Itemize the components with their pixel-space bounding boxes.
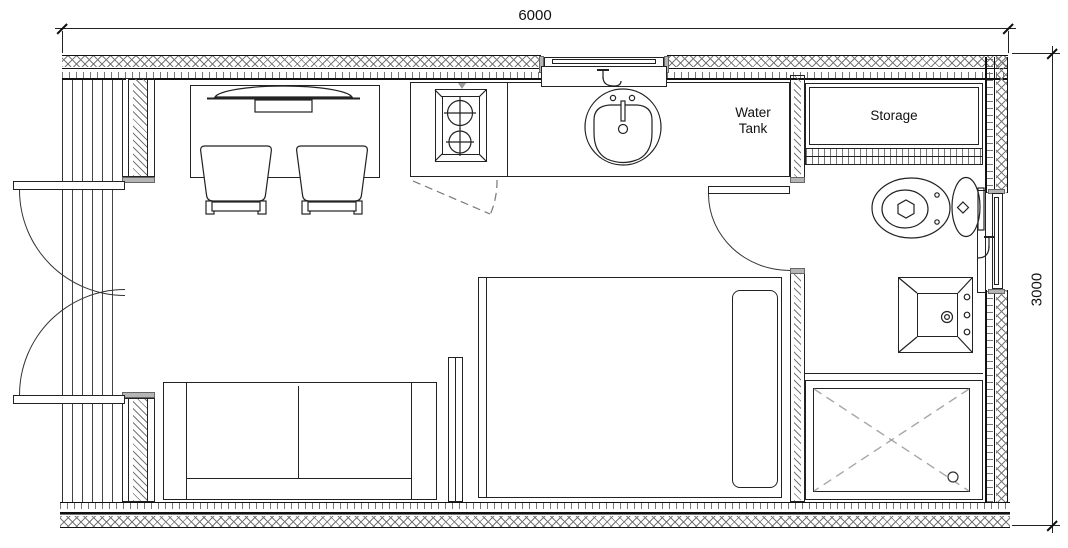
door-jamb-cap bbox=[122, 177, 155, 183]
exterior-wall-bottom bbox=[60, 502, 1010, 528]
porch-door-top-leaf bbox=[13, 181, 125, 190]
bathroom-sink-basin bbox=[917, 293, 958, 337]
cabinet-door-swing bbox=[412, 179, 498, 216]
chair bbox=[200, 145, 272, 215]
stove-burners bbox=[434, 89, 487, 162]
kitchen-window-sill bbox=[541, 66, 667, 87]
bathroom-sink-details bbox=[898, 277, 973, 353]
exterior-wall-right-upper-segment bbox=[985, 57, 1008, 193]
door-jamb-cap bbox=[790, 177, 805, 183]
right-dimension-label: 3000 bbox=[1028, 272, 1046, 307]
right-dimension-extension-bottom bbox=[1012, 525, 1060, 526]
pillow bbox=[732, 290, 778, 488]
pendant-lamp bbox=[207, 85, 360, 113]
kitchen-sink bbox=[584, 88, 662, 166]
top-dimension-extension-right bbox=[1008, 31, 1009, 53]
exterior-wall-top-left-segment bbox=[62, 55, 541, 80]
sofa-cushion-divider bbox=[298, 386, 299, 478]
porch-wall-upper-segment bbox=[122, 78, 155, 177]
shower-cross bbox=[813, 388, 970, 492]
sofa-arm-right bbox=[411, 382, 437, 500]
right-dimension-line bbox=[1052, 46, 1053, 533]
exterior-wall-top-right-segment bbox=[667, 55, 1008, 80]
water-tank-label: Water Tank bbox=[735, 105, 771, 136]
storage-label: Storage bbox=[870, 108, 918, 124]
storage-closet-inner bbox=[809, 87, 979, 145]
top-dimension-extension-left bbox=[62, 31, 63, 53]
window-jamb-cap bbox=[988, 289, 1005, 294]
top-dimension-label: 6000 bbox=[518, 7, 552, 24]
kitchen-faucet bbox=[597, 69, 622, 87]
porch-door-bottom-leaf bbox=[13, 395, 125, 404]
sofa-backrest-line bbox=[187, 478, 411, 479]
bathroom-window-sill bbox=[977, 190, 986, 293]
shower-screen-line bbox=[805, 373, 983, 375]
sofa-arm-left bbox=[163, 382, 187, 500]
counter-divider-line bbox=[507, 82, 508, 177]
right-dimension-extension-top bbox=[1012, 53, 1060, 54]
kitchen-window-glass bbox=[552, 59, 656, 64]
top-dimension-line bbox=[55, 28, 1016, 29]
porch-wall-lower-segment bbox=[122, 398, 155, 502]
bed bbox=[478, 277, 782, 498]
exterior-wall-right-lower-segment bbox=[985, 290, 1008, 502]
chair bbox=[296, 145, 368, 215]
shower-drain bbox=[947, 471, 959, 483]
door-jamb-cap bbox=[790, 268, 805, 274]
counter-marker bbox=[458, 83, 466, 89]
partition-stub-wall bbox=[448, 357, 463, 502]
bath-faucet bbox=[977, 236, 994, 259]
toilet bbox=[871, 176, 985, 239]
bathroom-window-glass bbox=[994, 197, 999, 285]
sofa bbox=[163, 382, 437, 500]
bed-footboard-line bbox=[486, 277, 487, 498]
